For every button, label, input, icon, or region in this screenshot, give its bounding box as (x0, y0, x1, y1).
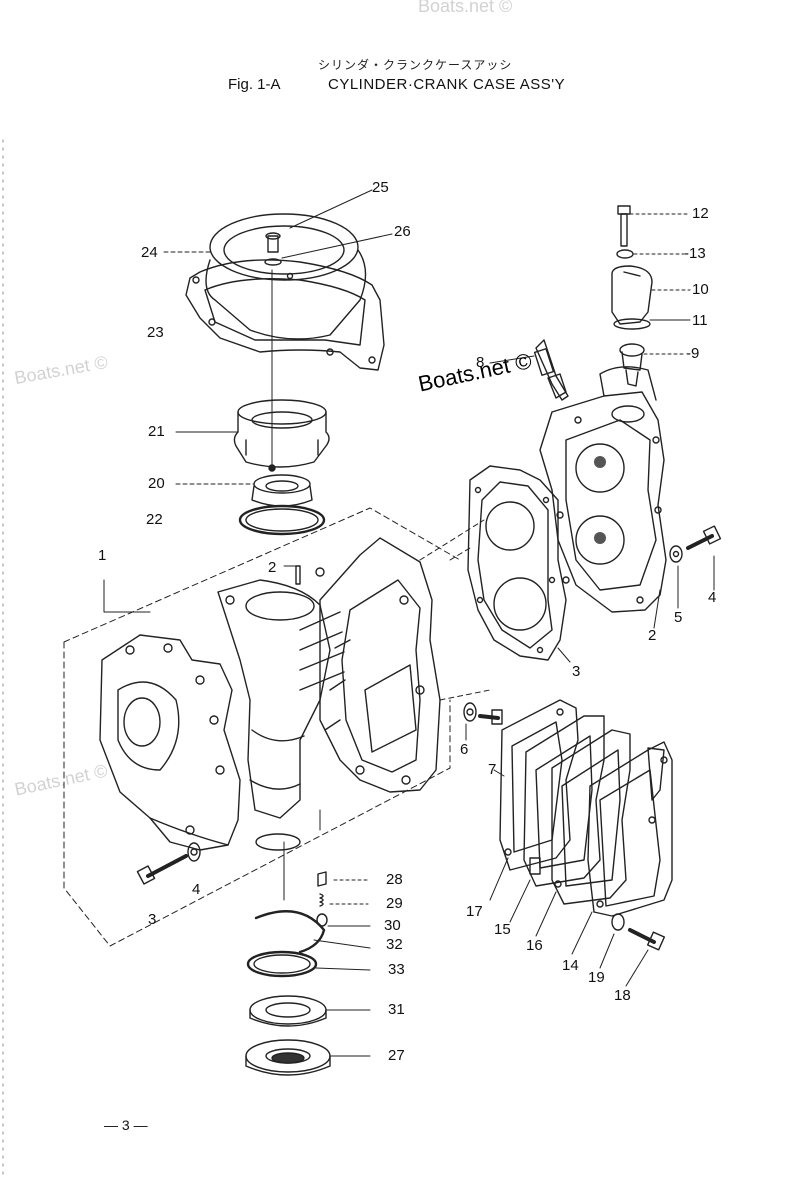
part-label-21: 21 (148, 423, 165, 440)
part-label-31: 31 (388, 1001, 405, 1018)
bolt-4-right (669, 525, 722, 563)
part-label-29: 29 (386, 895, 403, 912)
figure-label: Fig. 1-A (228, 76, 281, 93)
part-label-25: 25 (372, 179, 389, 196)
thermostat-cover-10 (611, 265, 653, 325)
spring-29 (319, 893, 324, 907)
part-label-33: 33 (388, 961, 405, 978)
part-label-30: 30 (384, 917, 401, 934)
subtitle-japanese: シリンダ・クランクケースアッシ (318, 58, 513, 72)
part-label-24: 24 (141, 244, 158, 261)
part-label-1: 1 (98, 547, 107, 564)
exhaust-cover-gasket-17 (499, 699, 579, 871)
thermostat-9 (619, 343, 645, 387)
gasket-23 (185, 259, 385, 371)
oil-seal-27 (245, 1039, 331, 1076)
part-label-4-washer: 4 (192, 881, 201, 898)
part-label-17: 17 (466, 903, 483, 920)
part-label-2-head: 2 (648, 627, 657, 644)
part-label-14: 14 (562, 957, 579, 974)
bearing-housing-21 (233, 399, 330, 472)
part-label-27: 27 (388, 1047, 405, 1064)
part-label-26: 26 (394, 223, 411, 240)
circlip-32 (254, 910, 326, 954)
o-ring-33 (246, 950, 318, 978)
part-label-23: 23 (147, 324, 164, 341)
cover-plate-24 (205, 213, 367, 340)
bolt-6 (463, 702, 503, 725)
o-ring-22 (238, 504, 326, 536)
washer-13 (616, 249, 634, 259)
pin-28 (317, 871, 327, 887)
part-label-15: 15 (494, 921, 511, 938)
part-label-5: 5 (674, 609, 683, 626)
part-label-18: 18 (614, 987, 631, 1004)
part-label-11: 11 (692, 312, 708, 329)
stud-2-small (283, 565, 301, 585)
part-label-22: 22 (146, 511, 163, 528)
figure-title: CYLINDER·CRANK CASE ASS'Y (328, 76, 566, 93)
part-label-2-stud: 2 (268, 559, 277, 576)
part-label-32: 32 (386, 936, 403, 953)
oil-seal-20 (251, 474, 313, 507)
watermark-top: Boats.net © (418, 0, 513, 16)
bolt-12 (617, 205, 631, 247)
part-label-12: 12 (692, 205, 709, 222)
cylinder-head-2 (539, 366, 667, 613)
part-label-13: -13 (684, 245, 706, 262)
exhaust-outer-cover-14 (587, 741, 673, 917)
bolt-26 (264, 232, 282, 266)
bolt-18 (611, 913, 666, 951)
bolt-3-lower (136, 842, 201, 885)
part-label-19: 19 (588, 969, 605, 986)
part-label-28: 28 (386, 871, 403, 888)
part-label-4-right: 4 (708, 589, 717, 606)
part-label-3-gasket: 3 (572, 663, 581, 680)
head-gasket-3 (467, 465, 567, 661)
part-label-8: 8 (476, 354, 485, 371)
page-number: — 3 — (104, 1117, 148, 1133)
exhaust-gasket-16 (551, 729, 631, 905)
part-label-7: 7 (488, 761, 497, 778)
part-label-20: 20 (148, 475, 165, 492)
part-label-9: -9 (686, 345, 700, 362)
exhaust-inner-plate-15 (523, 715, 605, 887)
part-label-16: 16 (526, 937, 543, 954)
part-label-10: 10 (692, 281, 709, 298)
part-label-6: 6 (460, 741, 469, 758)
crank-case-1 (63, 507, 461, 947)
part-label-3-bolt: 3 (148, 911, 157, 928)
washer-31 (249, 995, 327, 1027)
spark-plug-8 (533, 339, 569, 401)
gasket-11 (613, 318, 651, 330)
